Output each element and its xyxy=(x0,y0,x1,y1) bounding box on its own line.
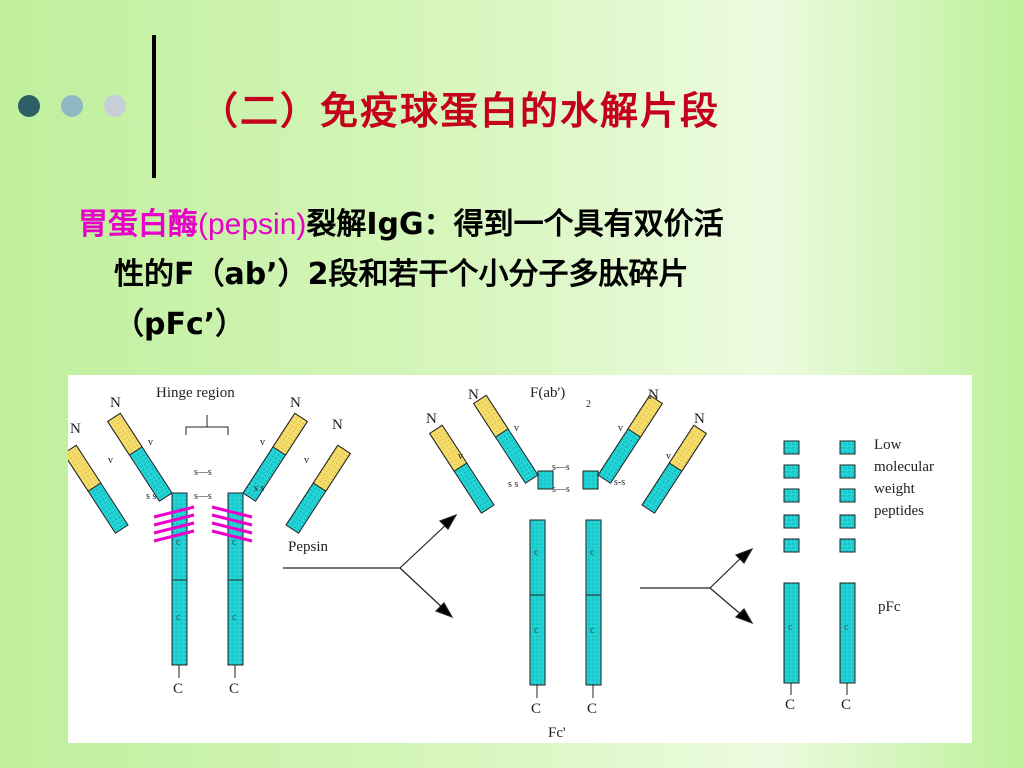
fc-prime-label: Fc' xyxy=(548,725,566,741)
disulfide-label: s—s xyxy=(552,484,570,495)
dot-mid-icon xyxy=(61,95,83,117)
paragraph-line-1: 胃蛋白酶(pepsin)裂解IgG：得到一个具有双价活 xyxy=(78,200,998,250)
n-terminus-label: N xyxy=(332,417,343,433)
v-domain-label: v xyxy=(666,451,671,462)
disulfide-label: s s xyxy=(508,479,518,490)
low-mw-label: peptides xyxy=(874,503,924,519)
pepsin-arrow xyxy=(283,513,458,619)
c-domain-label: c xyxy=(844,622,849,633)
c-terminus-label: C xyxy=(173,681,183,697)
disulfide-label: s—s xyxy=(552,462,570,473)
c-terminus-label: C xyxy=(587,701,597,717)
enzyme-term: (pepsin) xyxy=(198,208,307,241)
low-mw-label: molecular xyxy=(874,459,934,475)
intact-igg: c c c c C C xyxy=(68,385,352,697)
dot-light-icon xyxy=(104,95,126,117)
c-domain-label: c xyxy=(788,622,793,633)
paragraph-line-3: （pFc’） xyxy=(114,307,246,342)
c-terminus-label: C xyxy=(531,701,541,717)
c-domain-label: c xyxy=(534,547,539,558)
c-terminus-label: C xyxy=(841,697,851,713)
c-terminus-label: C xyxy=(785,697,795,713)
paragraph-line-2: 性的F（ab’）2段和若干个小分子多肽碎片 xyxy=(114,257,689,292)
n-terminus-label: N xyxy=(290,395,301,411)
slide-title: （二）免疫球蛋白的水解片段 xyxy=(200,88,721,133)
body-paragraph: 胃蛋白酶(pepsin)裂解IgG：得到一个具有双价活 性的F（ab’）2段和若… xyxy=(78,200,998,350)
v-domain-label: v xyxy=(514,423,519,434)
c-domain-label: c xyxy=(590,547,595,558)
c-domain-label: c xyxy=(232,612,237,623)
n-terminus-label: N xyxy=(648,387,659,403)
low-mw-peptides: Low molecular weight peptides xyxy=(783,437,934,553)
fab2-label: F(ab') xyxy=(530,385,565,401)
fab2-fragment: F(ab') 2 s—s s—s s s s-s xyxy=(426,385,708,514)
disulfide-label: s s xyxy=(254,483,264,494)
fc-prime-fragment: c c c c C C Fc' xyxy=(529,519,602,741)
v-domain-label: v xyxy=(458,451,463,462)
v-domain-label: v xyxy=(148,437,153,448)
n-terminus-label: N xyxy=(468,387,479,403)
paragraph-line-1-rest: 裂解IgG：得到一个具有双价活 xyxy=(306,207,724,242)
disulfide-label: s-s xyxy=(614,477,625,488)
dot-dark-icon xyxy=(18,95,40,117)
n-terminus-label: N xyxy=(694,411,705,427)
n-terminus-label: N xyxy=(70,421,81,437)
c-domain-label: c xyxy=(590,625,595,636)
disulfide-label: s—s xyxy=(194,491,212,502)
disulfide-label: s—s xyxy=(194,467,212,478)
c-domain-label: c xyxy=(232,537,237,548)
c-domain-label: c xyxy=(176,612,181,623)
pfc-fragment: c c C C pFc xyxy=(783,582,901,713)
disulfide-label: s s xyxy=(146,491,156,502)
v-domain-label: v xyxy=(108,455,113,466)
low-mw-label: weight xyxy=(874,481,916,497)
n-terminus-label: N xyxy=(426,411,437,427)
pepsin-label: Pepsin xyxy=(288,539,329,555)
v-domain-label: v xyxy=(260,437,265,448)
pepsin-cleavage-marks xyxy=(153,505,253,543)
c-terminus-label: C xyxy=(229,681,239,697)
v-domain-label: v xyxy=(304,455,309,466)
enzyme-name: 胃蛋白酶 xyxy=(78,207,198,242)
n-terminus-label: N xyxy=(110,395,121,411)
low-mw-label: Low xyxy=(874,437,902,453)
hinge-region-label: Hinge region xyxy=(156,385,235,401)
pepsin-digestion-diagram: c c c c C C xyxy=(68,375,972,743)
c-domain-label: c xyxy=(534,625,539,636)
digestion-arrow xyxy=(640,547,754,625)
title-divider xyxy=(152,35,156,178)
v-domain-label: v xyxy=(618,423,623,434)
pfc-label: pFc xyxy=(878,599,901,615)
fab2-subscript: 2 xyxy=(586,399,591,410)
c-domain-label: c xyxy=(176,537,181,548)
